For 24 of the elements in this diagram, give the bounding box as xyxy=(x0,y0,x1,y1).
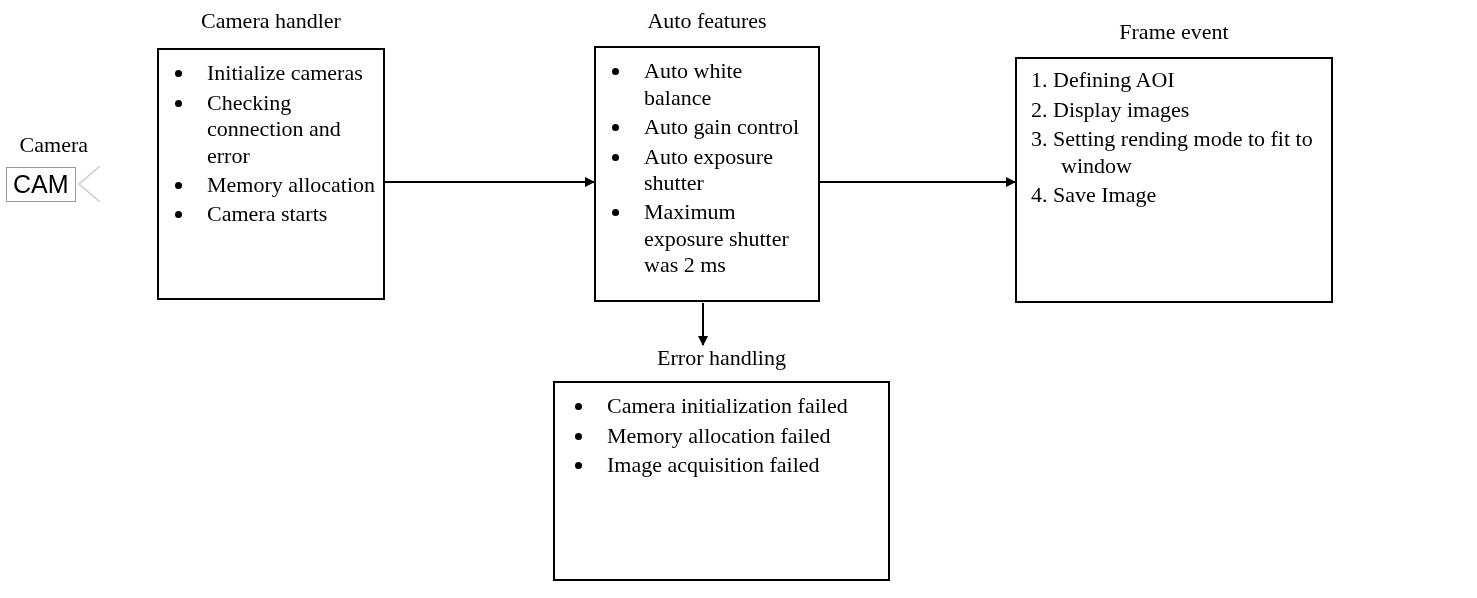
list-item: Image acquisition failed xyxy=(563,452,882,479)
list-item: Camera starts xyxy=(163,201,377,228)
list-item: 4. Save Image xyxy=(1030,181,1158,209)
list-item: Memory allocation xyxy=(163,171,377,199)
node-heading: Error handling xyxy=(657,345,786,372)
arrow xyxy=(384,177,595,187)
list-item: Checking connection and error xyxy=(163,89,377,169)
list-item: Initialize cameras xyxy=(163,60,377,87)
list-item: Auto gain control xyxy=(600,114,814,141)
list-item: 1. Defining AOI xyxy=(1030,67,1176,94)
node-heading: Camera xyxy=(19,132,88,159)
list-item: Auto white balance xyxy=(600,58,814,112)
list-item: 3. Setting rending mode to fit to window xyxy=(1030,126,1314,179)
node-heading: Auto features xyxy=(647,8,767,35)
list-item: Memory allocation failed xyxy=(563,422,882,450)
camera-label: CAM xyxy=(6,167,76,202)
node-heading: Frame event xyxy=(1119,19,1229,46)
list-item: 2. Display images xyxy=(1030,96,1191,124)
arrow xyxy=(698,302,708,346)
list-item: Camera initialization failed xyxy=(563,393,882,420)
list-item: Maximum exposure shutter was 2 ms xyxy=(600,199,814,279)
list-item: Auto exposure shutter xyxy=(600,143,814,197)
node-heading: Camera handler xyxy=(201,8,341,35)
arrow xyxy=(819,177,1016,187)
